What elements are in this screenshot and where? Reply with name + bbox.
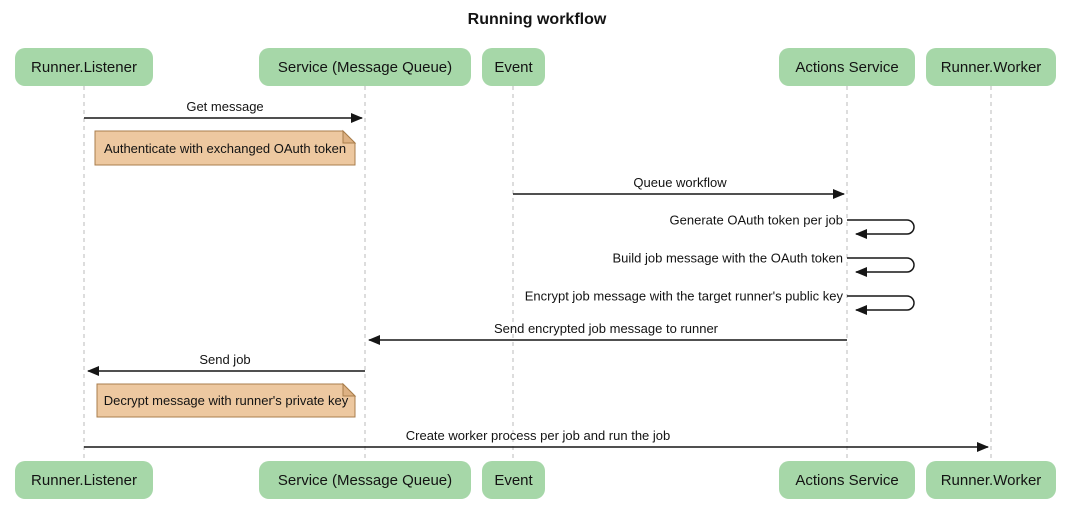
message-label-build-job-message: Build job message with the OAuth token: [612, 250, 843, 266]
participant-service-message-queue-bottom: Service (Message Queue): [259, 461, 471, 499]
participant-label: Runner.Worker: [940, 58, 1042, 76]
participant-label: Runner.Worker: [940, 471, 1042, 489]
participant-label: Actions Service: [795, 58, 899, 76]
participant-label: Event: [494, 58, 533, 76]
participant-label: Service (Message Queue): [277, 471, 453, 489]
participant-actions-service-bottom: Actions Service: [779, 461, 915, 499]
note-decrypt: Decrypt message with runner's private ke…: [103, 393, 349, 408]
message-label-encrypt-job-message: Encrypt job message with the target runn…: [524, 288, 843, 304]
participant-service-message-queue-top: Service (Message Queue): [259, 48, 471, 86]
participant-label: Runner.Listener: [31, 471, 137, 489]
participant-actions-service-top: Actions Service: [779, 48, 915, 86]
message-label-queue-workflow: Queue workflow: [633, 175, 727, 190]
participant-event-top: Event: [482, 48, 545, 86]
message-label-send-job: Send job: [199, 352, 251, 367]
message-label-get-message: Get message: [186, 99, 264, 114]
participant-label: Service (Message Queue): [277, 58, 453, 76]
note-shape-decrypt: [96, 382, 357, 418]
participant-runner-worker-top: Runner.Worker: [926, 48, 1056, 86]
participant-runner-listener-top: Runner.Listener: [15, 48, 153, 86]
message-label-create-worker-process: Create worker process per job and run th…: [405, 428, 671, 443]
participant-runner-worker-bottom: Runner.Worker: [926, 461, 1056, 499]
participant-label: Event: [494, 471, 533, 489]
self-loop-generate-oauth-token: [847, 219, 915, 239]
note-shape-authenticate: [94, 129, 357, 166]
participant-event-bottom: Event: [482, 461, 545, 499]
participant-runner-listener-bottom: Runner.Listener: [15, 461, 153, 499]
message-label-send-encrypted-job-message: Send encrypted job message to runner: [493, 321, 719, 336]
participant-label: Runner.Listener: [31, 58, 137, 76]
self-loop-encrypt-job-message: [847, 295, 915, 315]
participant-label: Actions Service: [795, 471, 899, 489]
self-loop-build-job-message: [847, 257, 915, 277]
message-label-generate-oauth-token: Generate OAuth token per job: [669, 212, 843, 228]
note-authenticate: Authenticate with exchanged OAuth token: [103, 140, 347, 156]
diagram-title: Running workflow: [467, 11, 607, 28]
